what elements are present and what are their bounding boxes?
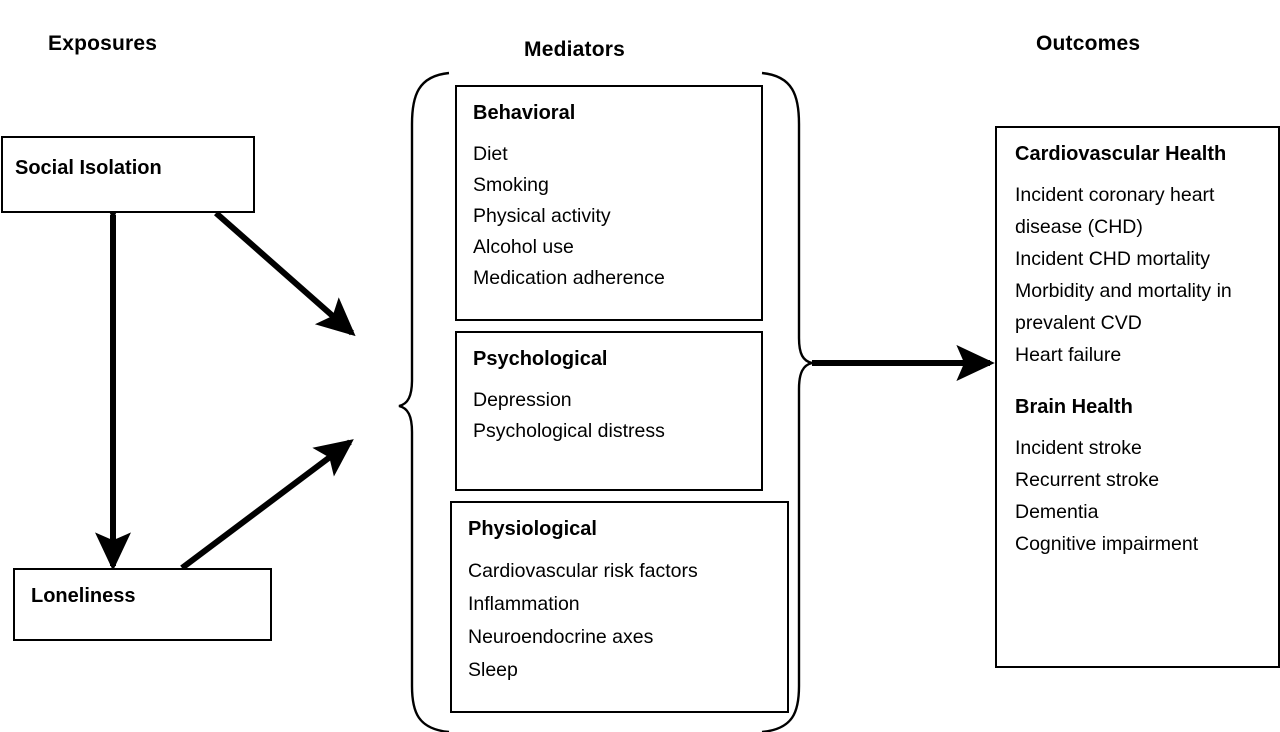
- column-title-outcomes: Outcomes: [1036, 32, 1141, 55]
- outcomes-box[interactable]: Cardiovascular Health Incident coronary …: [995, 126, 1280, 668]
- list-item: Incident stroke: [1015, 437, 1142, 459]
- column-title-mediators: Mediators: [524, 38, 625, 61]
- node-loneliness-label: Loneliness: [31, 585, 136, 607]
- list-item: Recurrent stroke: [1015, 469, 1160, 491]
- list-item: Heart failure: [1015, 344, 1122, 366]
- list-item: Sleep: [468, 659, 518, 681]
- mediator-box-behavioral[interactable]: Behavioral Diet Smoking Physical activit…: [455, 85, 763, 321]
- mediator-list-behavioral: Diet Smoking Physical activity Alcohol u…: [473, 139, 761, 294]
- list-item: Depression: [473, 389, 572, 411]
- list-item: Diet: [473, 143, 508, 165]
- list-item: Alcohol use: [473, 236, 574, 258]
- mediator-heading-behavioral: Behavioral: [473, 102, 576, 124]
- list-item: Smoking: [473, 174, 549, 196]
- mediator-heading-psychological: Psychological: [473, 348, 608, 370]
- mediator-heading-physiological: Physiological: [468, 518, 597, 540]
- outcomes-list-cardiovascular-health: Incident coronary heart disease (CHD) In…: [1015, 179, 1278, 371]
- mediator-box-psychological[interactable]: Psychological Depression Psychological d…: [455, 331, 763, 491]
- arrow-social-isolation-to-mediators: [214, 210, 356, 337]
- list-item: Cardiovascular risk factors: [468, 560, 698, 582]
- list-item: Medication adherence: [473, 267, 665, 289]
- node-loneliness[interactable]: Loneliness: [13, 568, 272, 641]
- mediator-box-physiological[interactable]: Physiological Cardiovascular risk factor…: [450, 501, 789, 713]
- list-item: Incident coronary heart disease (CHD): [1015, 184, 1215, 238]
- list-item: Physical activity: [473, 205, 611, 227]
- list-item: Inflammation: [468, 593, 580, 615]
- list-item: Cognitive impairment: [1015, 533, 1199, 555]
- mediator-list-physiological: Cardiovascular risk factors Inflammation…: [468, 555, 787, 687]
- mediator-list-psychological: Depression Psychological distress: [473, 385, 761, 447]
- outcomes-heading-cardiovascular-health: Cardiovascular Health: [1015, 143, 1227, 165]
- node-social-isolation-label: Social Isolation: [15, 157, 162, 179]
- mediators-left-brace: [398, 71, 450, 732]
- outcomes-section-spacer: [1015, 371, 1278, 395]
- list-item: Psychological distress: [473, 420, 665, 442]
- list-item: Dementia: [1015, 501, 1099, 523]
- arrow-loneliness-to-mediators: [180, 439, 354, 571]
- list-item: Incident CHD mortality: [1015, 248, 1211, 270]
- outcomes-heading-brain-health: Brain Health: [1015, 396, 1133, 418]
- list-item: Morbidity and mortality in prevalent CVD: [1015, 280, 1232, 334]
- outcomes-list-brain-health: Incident stroke Recurrent stroke Dementi…: [1015, 432, 1278, 560]
- column-title-exposures: Exposures: [48, 32, 158, 55]
- node-social-isolation[interactable]: Social Isolation: [1, 136, 255, 213]
- list-item: Neuroendocrine axes: [468, 626, 654, 648]
